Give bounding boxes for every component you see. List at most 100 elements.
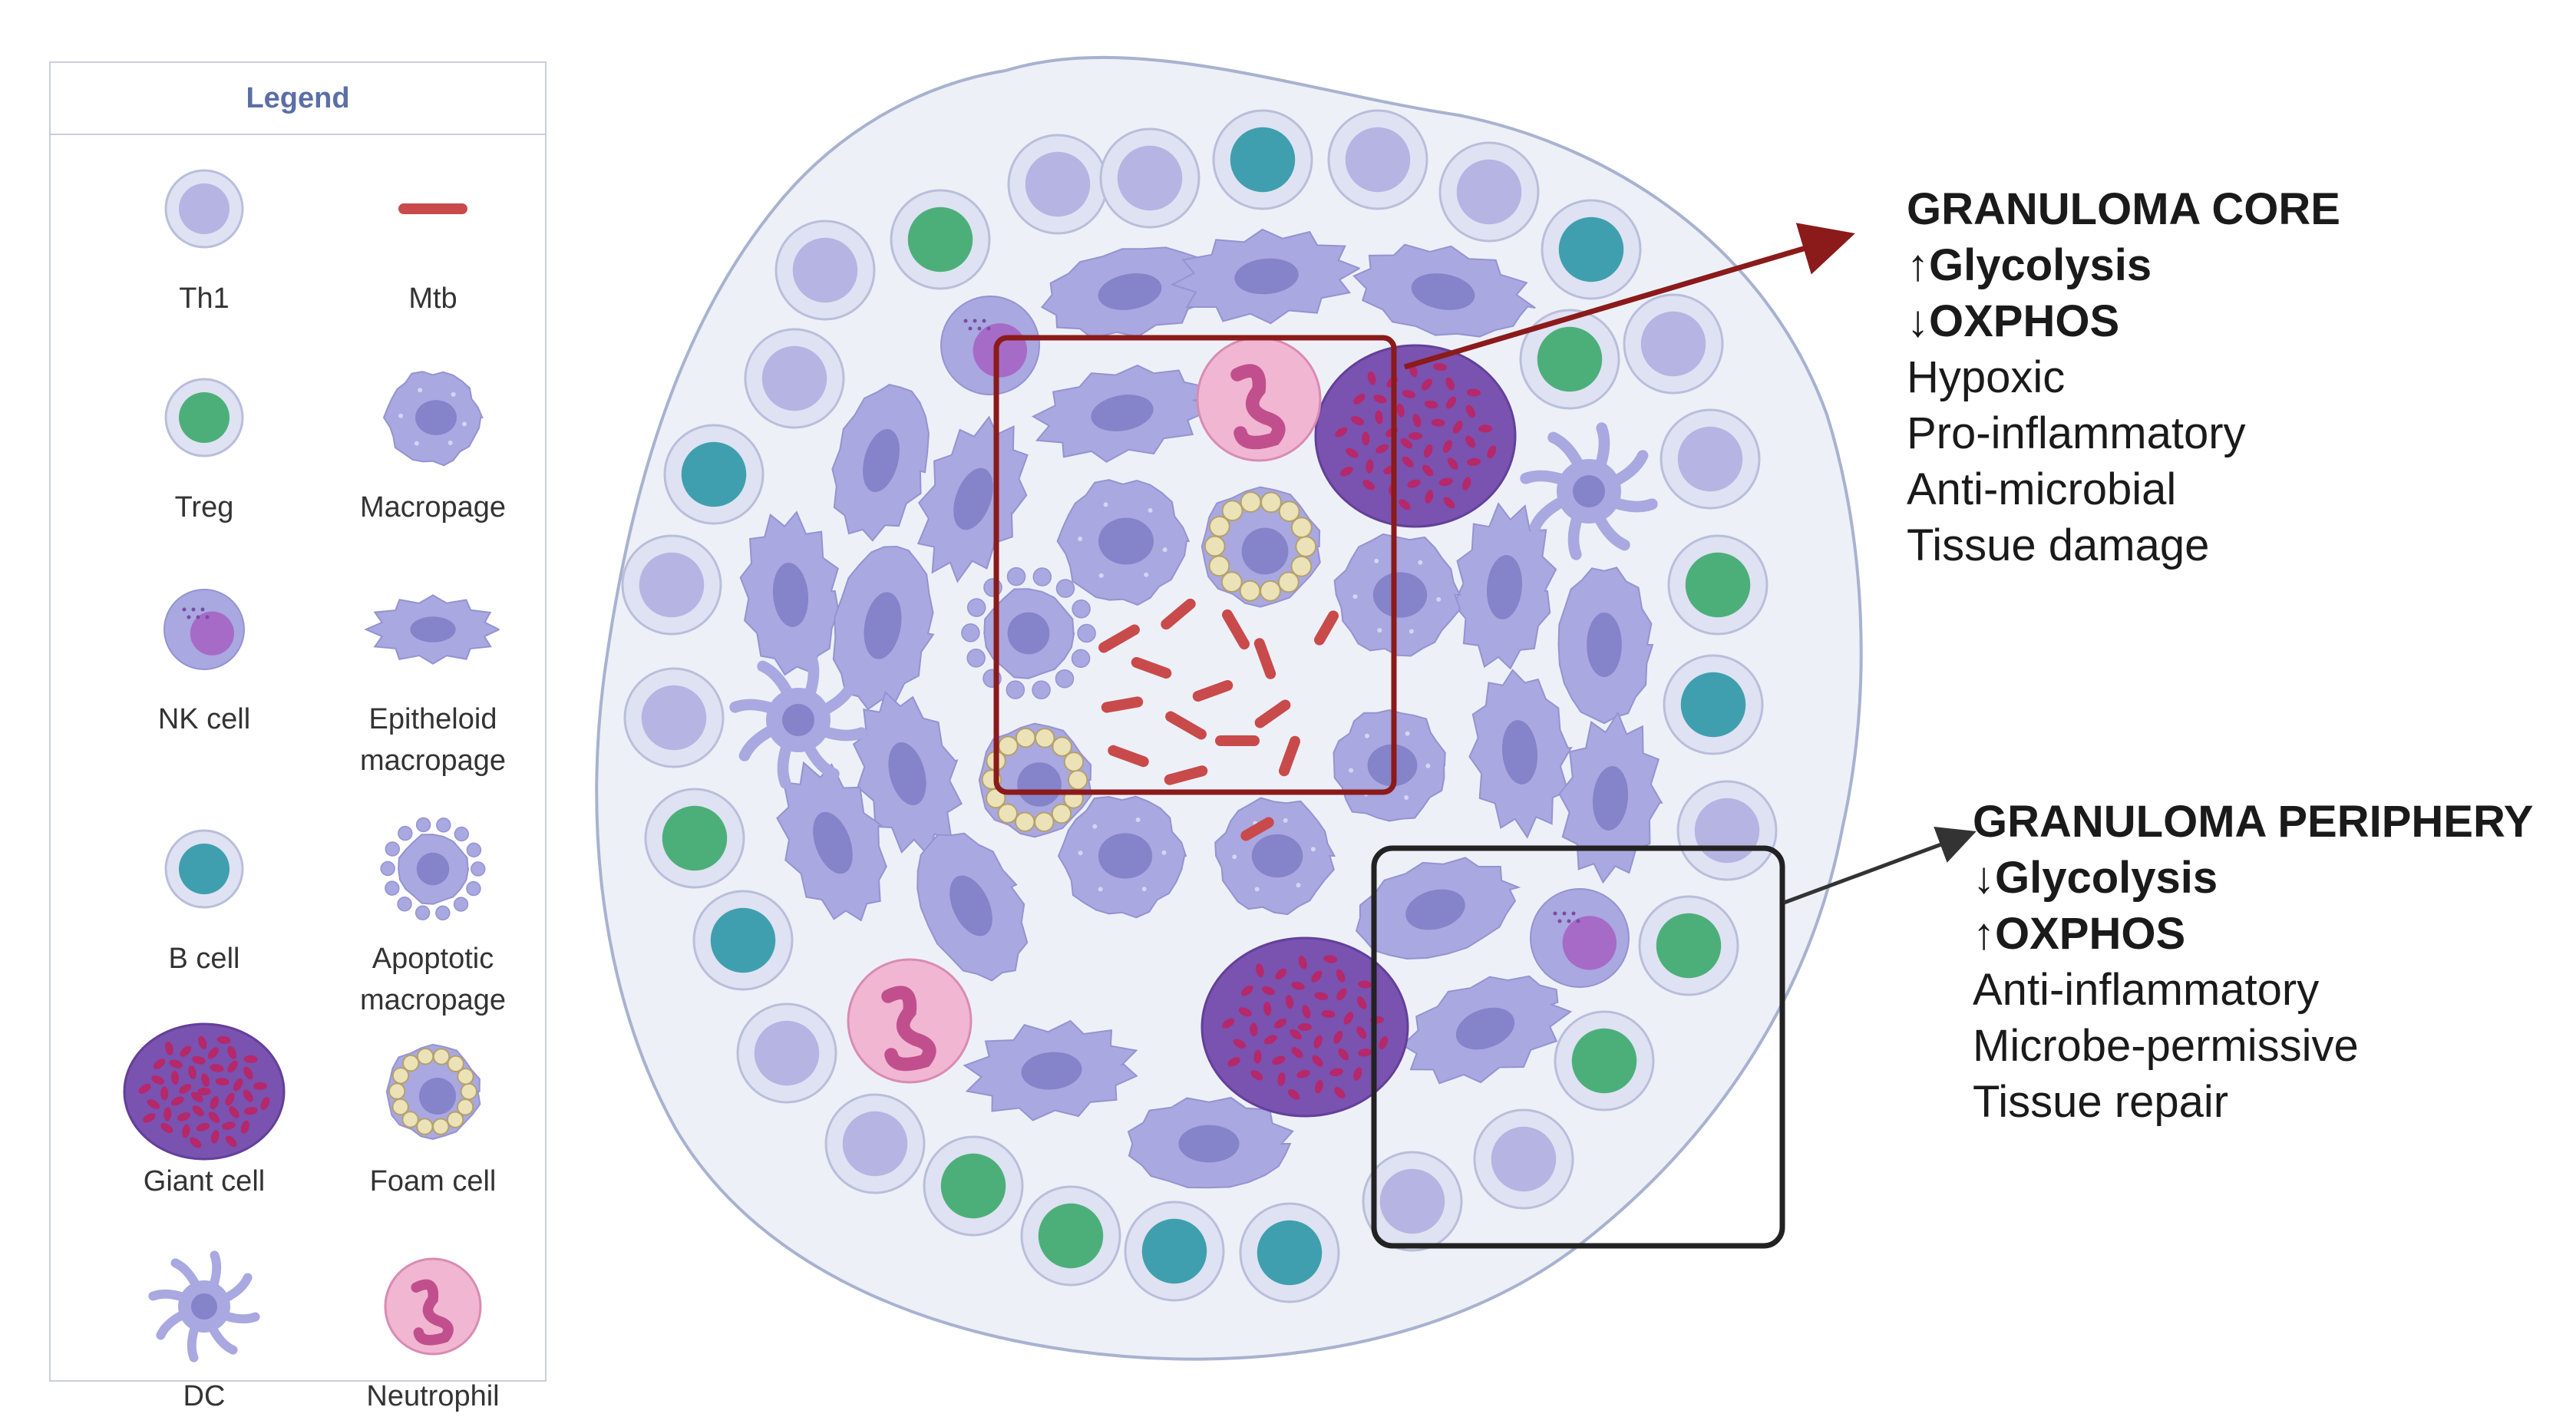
legend-item: Macropage bbox=[318, 333, 548, 528]
treg-cell bbox=[1020, 1185, 1121, 1287]
dendritic-cell bbox=[1520, 422, 1658, 560]
foam-cell bbox=[1200, 486, 1321, 608]
legend-item: Apoptotic macropage bbox=[318, 784, 548, 1021]
legend-item: DC bbox=[89, 1222, 319, 1417]
th1-cell bbox=[1327, 109, 1428, 210]
mtb-bacillus bbox=[1098, 624, 1140, 653]
mtb-bacillus bbox=[1108, 745, 1149, 768]
dendritic-cell-icon bbox=[148, 1250, 260, 1362]
mtb-bacillus bbox=[1278, 735, 1301, 777]
neutrophil bbox=[1196, 336, 1322, 462]
macrophage bbox=[1057, 795, 1187, 919]
epitheloid-macrophage bbox=[963, 1019, 1138, 1121]
nk-cell bbox=[940, 296, 1040, 395]
b-cell-icon bbox=[164, 829, 244, 909]
neutrophil bbox=[847, 958, 973, 1084]
legend-title: Legend bbox=[246, 81, 350, 114]
mtb-bacillus bbox=[1165, 711, 1207, 740]
epitheloid-macrophage bbox=[776, 761, 887, 922]
foam-cell-shape bbox=[385, 1043, 481, 1141]
core-annotation: GRANULOMA CORE ↑Glycolysis ↓OXPHOS Hypox… bbox=[1907, 181, 2340, 573]
bcell-cell bbox=[1541, 199, 1642, 300]
epitheloid-macrophage bbox=[1401, 975, 1573, 1085]
legend-label: Foam cell bbox=[369, 1165, 497, 1197]
legend-label: Apoptotic bbox=[372, 943, 494, 975]
legend-item: Foam cell bbox=[318, 1007, 548, 1202]
th1-cell bbox=[1676, 780, 1778, 881]
neutrophil-shape bbox=[384, 1257, 482, 1356]
th1-cell-shape bbox=[164, 169, 244, 249]
mtb-bacillus-icon bbox=[398, 203, 467, 214]
treg-cell bbox=[1554, 1010, 1655, 1111]
epitheloid-macrophage bbox=[1355, 857, 1521, 960]
th1-cell bbox=[1438, 141, 1540, 243]
periphery-arrow bbox=[1783, 826, 1977, 905]
legend-label: B cell bbox=[168, 943, 240, 975]
th1-cell bbox=[824, 1093, 926, 1194]
dendritic-cell-shape bbox=[148, 1250, 260, 1362]
apoptotic-shape bbox=[380, 817, 486, 921]
epitheloid-macrophage bbox=[831, 384, 930, 542]
epitheloid-macrophage bbox=[1040, 246, 1222, 339]
granuloma-core-box bbox=[993, 335, 1397, 795]
macrophage bbox=[1056, 479, 1191, 606]
epitheloid-macrophage bbox=[1031, 364, 1215, 463]
bcell-cell bbox=[1124, 1201, 1225, 1302]
treg-cell bbox=[1519, 309, 1620, 410]
th1-cell bbox=[621, 534, 722, 636]
mtb-bacillus bbox=[1215, 735, 1260, 746]
mtb-bacillus bbox=[1254, 699, 1291, 728]
legend-label: Epitheloid bbox=[368, 703, 497, 735]
giant-cell-icon bbox=[123, 1022, 286, 1161]
core-arrow bbox=[1404, 223, 1855, 370]
th1-cell bbox=[1007, 134, 1108, 235]
treg-cell bbox=[1638, 895, 1739, 996]
epitheloid-macrophage bbox=[832, 545, 935, 711]
core-trait: Hypoxic bbox=[1907, 352, 2066, 402]
mtb-bacillus bbox=[1222, 609, 1250, 650]
treg-cell-icon bbox=[164, 378, 244, 457]
legend-label: Macropage bbox=[359, 491, 507, 524]
bcell-cell bbox=[1663, 654, 1764, 755]
legend-label: macropage bbox=[359, 745, 507, 777]
th1-cell bbox=[1099, 127, 1200, 229]
core-oxphos: ↓OXPHOS bbox=[1907, 296, 2120, 346]
legend-label: Mtb bbox=[408, 282, 457, 315]
legend-label: Giant cell bbox=[143, 1165, 266, 1197]
epitheloid-macrophage bbox=[1127, 1096, 1294, 1189]
treg-cell bbox=[890, 189, 991, 290]
legend-item: Epitheloid macropage bbox=[318, 545, 548, 781]
macrophage-shape bbox=[382, 371, 484, 467]
legend-label: Th1 bbox=[179, 282, 230, 315]
legend-item: Mtb bbox=[318, 124, 548, 319]
apoptotic-macrophage bbox=[961, 566, 1096, 700]
legend-label: Treg bbox=[174, 491, 234, 524]
legend-item: Giant cell bbox=[89, 1007, 319, 1202]
giant-cell bbox=[1314, 344, 1517, 528]
th1-cell bbox=[736, 1002, 837, 1104]
periphery-oxphos: ↑OXPHOS bbox=[1973, 909, 2186, 959]
legend-item: B cell bbox=[89, 784, 319, 979]
treg-cell bbox=[644, 788, 745, 889]
epitheloid-macrophage-icon bbox=[364, 594, 500, 665]
th1-cell bbox=[1623, 293, 1724, 395]
mtb-shape bbox=[398, 203, 467, 214]
epitheloid-macrophage bbox=[1557, 566, 1654, 725]
periphery-trait: Tissue repair bbox=[1973, 1077, 2229, 1127]
epitheloid-macrophage bbox=[1452, 502, 1557, 670]
th1-cell bbox=[744, 328, 845, 429]
periphery-glycolysis: ↓Glycolysis bbox=[1973, 853, 2218, 903]
legend-label: macropage bbox=[359, 984, 507, 1016]
mtb-bacillus bbox=[1164, 765, 1208, 785]
treg-cell-shape bbox=[164, 378, 244, 457]
granuloma-periphery-box bbox=[1371, 845, 1785, 1249]
th1-cell bbox=[623, 667, 725, 768]
mtb-bacillus bbox=[1240, 817, 1274, 841]
th1-cell-icon bbox=[164, 169, 244, 249]
bcell-cell bbox=[1239, 1202, 1340, 1303]
bcell-cell bbox=[1212, 109, 1313, 210]
nk-cell-shape bbox=[163, 589, 245, 670]
periphery-title: GRANULOMA PERIPHERY bbox=[1973, 797, 2534, 847]
